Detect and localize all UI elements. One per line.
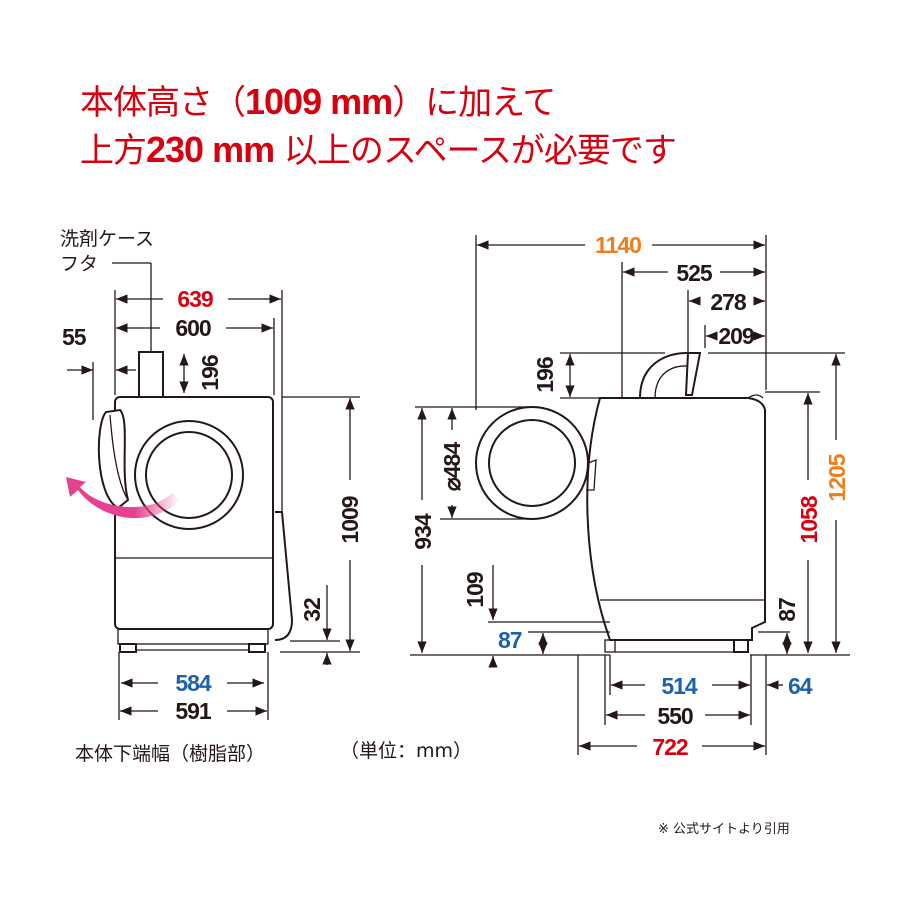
headline-text: 上方 (80, 131, 147, 171)
headline-line-1: 本体高さ（1009 mm）に加えて (80, 81, 556, 124)
caption-base-width: 本体下端幅（樹脂部） (75, 743, 265, 765)
side-view: 1140 525 278 209 196 (410, 232, 850, 760)
dim-1009: 1009 (337, 496, 363, 543)
dim-1205: 1205 (824, 453, 850, 501)
dim-87-right: 87 (774, 598, 800, 622)
dim-32: 32 (299, 598, 325, 622)
headline-text: 本体高さ（ (80, 83, 246, 123)
callout-lid: フタ (60, 253, 98, 275)
dim-934: 934 (410, 513, 436, 550)
dim-1140: 1140 (595, 232, 641, 258)
dim-87-left: 87 (498, 627, 522, 653)
headline-value: 1009 mm (245, 81, 393, 122)
dim-278: 278 (710, 289, 747, 315)
dim-196-side: 196 (532, 357, 558, 393)
dim-196-front: 196 (197, 355, 223, 391)
dim-584: 584 (175, 670, 212, 696)
dim-600: 600 (175, 315, 211, 341)
dim-591: 591 (175, 698, 212, 724)
dim-722: 722 (652, 734, 688, 760)
dim-209: 209 (718, 323, 754, 349)
headline-text: ）に加えて (392, 83, 556, 123)
dim-525: 525 (676, 260, 713, 286)
dim-55: 55 (62, 324, 87, 350)
dim-109: 109 (462, 572, 488, 608)
front-view: 洗剤ケース フタ 639 600 55 196 (60, 228, 363, 765)
headline-value: 230 mm (146, 129, 275, 170)
headline-text: 以上のスペースが必要です (274, 131, 677, 171)
dim-door-diameter: ⌀484 (439, 442, 465, 491)
dim-514: 514 (661, 673, 698, 699)
dim-550: 550 (657, 703, 693, 729)
unit-label: （単位：mm） (340, 740, 472, 762)
source-note: ※ 公式サイトより引用 (658, 822, 790, 837)
callout-detergent-case: 洗剤ケース (60, 228, 154, 250)
dim-639: 639 (177, 286, 213, 312)
headline-line-2: 上方230 mm 以上のスペースが必要です (80, 129, 677, 172)
dim-1058: 1058 (796, 495, 822, 543)
dim-64: 64 (788, 673, 813, 699)
